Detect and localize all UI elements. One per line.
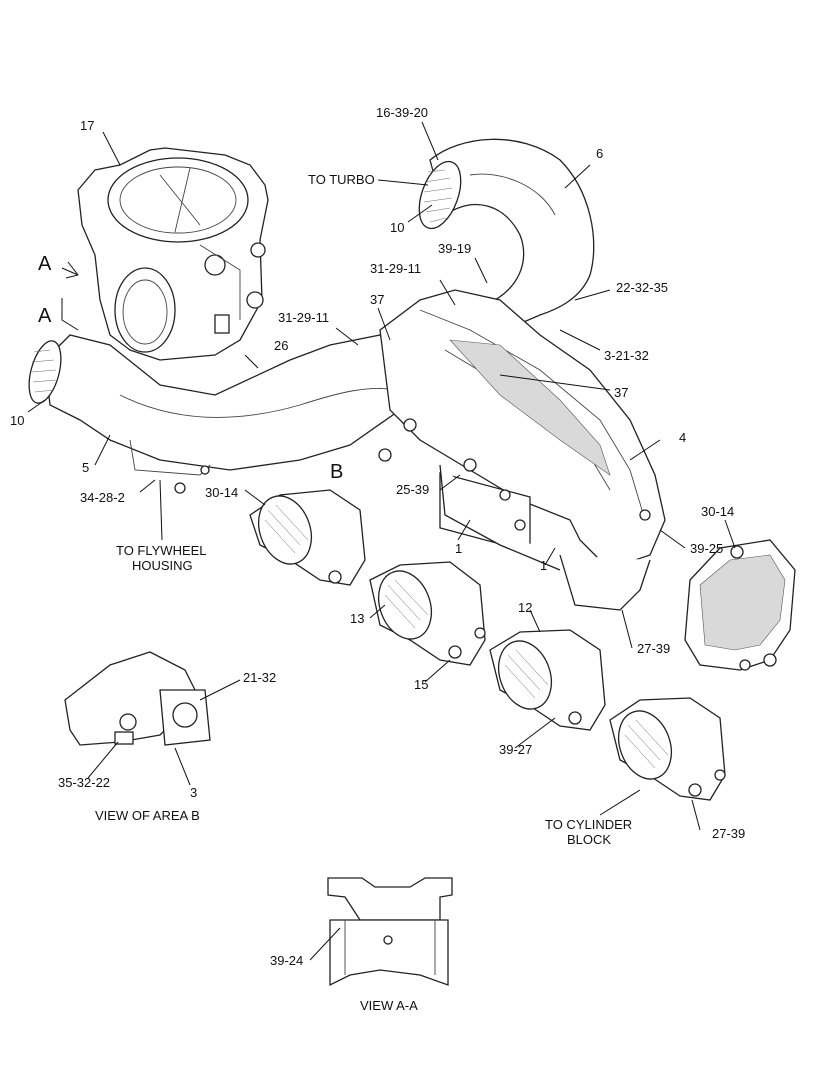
callout-5: 5 (82, 460, 89, 475)
notes: TO FLYWHEEL HOUSING TO CYLINDER BLOCK VI… (95, 543, 632, 1013)
callout-35-32-22: 35-32-22 (58, 775, 110, 790)
part-12-port-elbow (489, 629, 606, 731)
callout-10-left: 10 (10, 413, 24, 428)
callout-6: 6 (596, 146, 603, 161)
callout-labels: 17 16-39-20 6 TO TURBO 10 39-19 31-29-11… (10, 105, 745, 968)
callout-31-29-11-a: 31-29-11 (370, 261, 421, 276)
detail-view-area-b (64, 651, 211, 746)
callout-27-39-a: 27-39 (637, 641, 670, 656)
detail-view-a-a (327, 877, 453, 987)
part-5-pipe (28, 334, 411, 494)
callout-39-19: 39-19 (438, 241, 471, 256)
view-marker-b: B (330, 461, 343, 483)
callout-34-28-2: 34-28-2 (80, 490, 125, 505)
part-4-manifold (378, 289, 666, 611)
part-13-port-elbow (369, 561, 486, 666)
callout-21-32: 21-32 (243, 670, 276, 685)
part-6-turbo-elbow (418, 138, 595, 331)
part-30-14-port-elbow-right (684, 539, 796, 671)
view-marker-a-bottom: A (38, 305, 52, 327)
callout-39-25: 39-25 (690, 541, 723, 556)
callout-1-a: 1 (455, 541, 462, 556)
caption-view-a-a: VIEW A-A (360, 998, 418, 1013)
callout-25-39: 25-39 (396, 482, 429, 497)
callout-10-top: 10 (390, 220, 404, 235)
part-30-14-port-elbow-left (249, 489, 366, 586)
callout-17: 17 (80, 118, 94, 133)
callout-3-21-32: 3-21-32 (604, 348, 649, 363)
callout-12: 12 (518, 600, 532, 615)
callout-15: 15 (414, 677, 428, 692)
callout-3: 3 (190, 785, 197, 800)
leader-lines (27, 121, 736, 961)
callout-4: 4 (679, 430, 686, 445)
callout-30-14-a: 30-14 (205, 485, 238, 500)
callout-37-a: 37 (370, 292, 384, 307)
note-flywheel-line2: HOUSING (132, 558, 193, 573)
note-to-turbo: TO TURBO (308, 172, 375, 187)
part-17-housing (77, 147, 269, 361)
callout-22-32-35: 22-32-35 (616, 280, 668, 295)
callout-39-27: 39-27 (499, 742, 532, 757)
part-27-39-port-elbow-bottom (609, 697, 726, 801)
callout-13: 13 (350, 611, 364, 626)
callout-39-24: 39-24 (270, 953, 303, 968)
callout-16-39-20: 16-39-20 (376, 105, 428, 120)
note-flywheel-line1: TO FLYWHEEL (116, 543, 207, 558)
view-marker-a-top: A (38, 253, 52, 275)
callout-27-39-b: 27-39 (712, 826, 745, 841)
note-cylinder-line2: BLOCK (567, 832, 611, 847)
callout-26: 26 (274, 338, 288, 353)
callout-30-14-b: 30-14 (701, 504, 734, 519)
view-markers: A A B (38, 253, 343, 483)
note-cylinder-line1: TO CYLINDER (545, 817, 632, 832)
callout-1-b: 1 (540, 558, 547, 573)
callout-31-29-11-b: 31-29-11 (278, 310, 329, 325)
callout-37-b: 37 (614, 385, 628, 400)
caption-view-area-b: VIEW OF AREA B (95, 808, 200, 823)
